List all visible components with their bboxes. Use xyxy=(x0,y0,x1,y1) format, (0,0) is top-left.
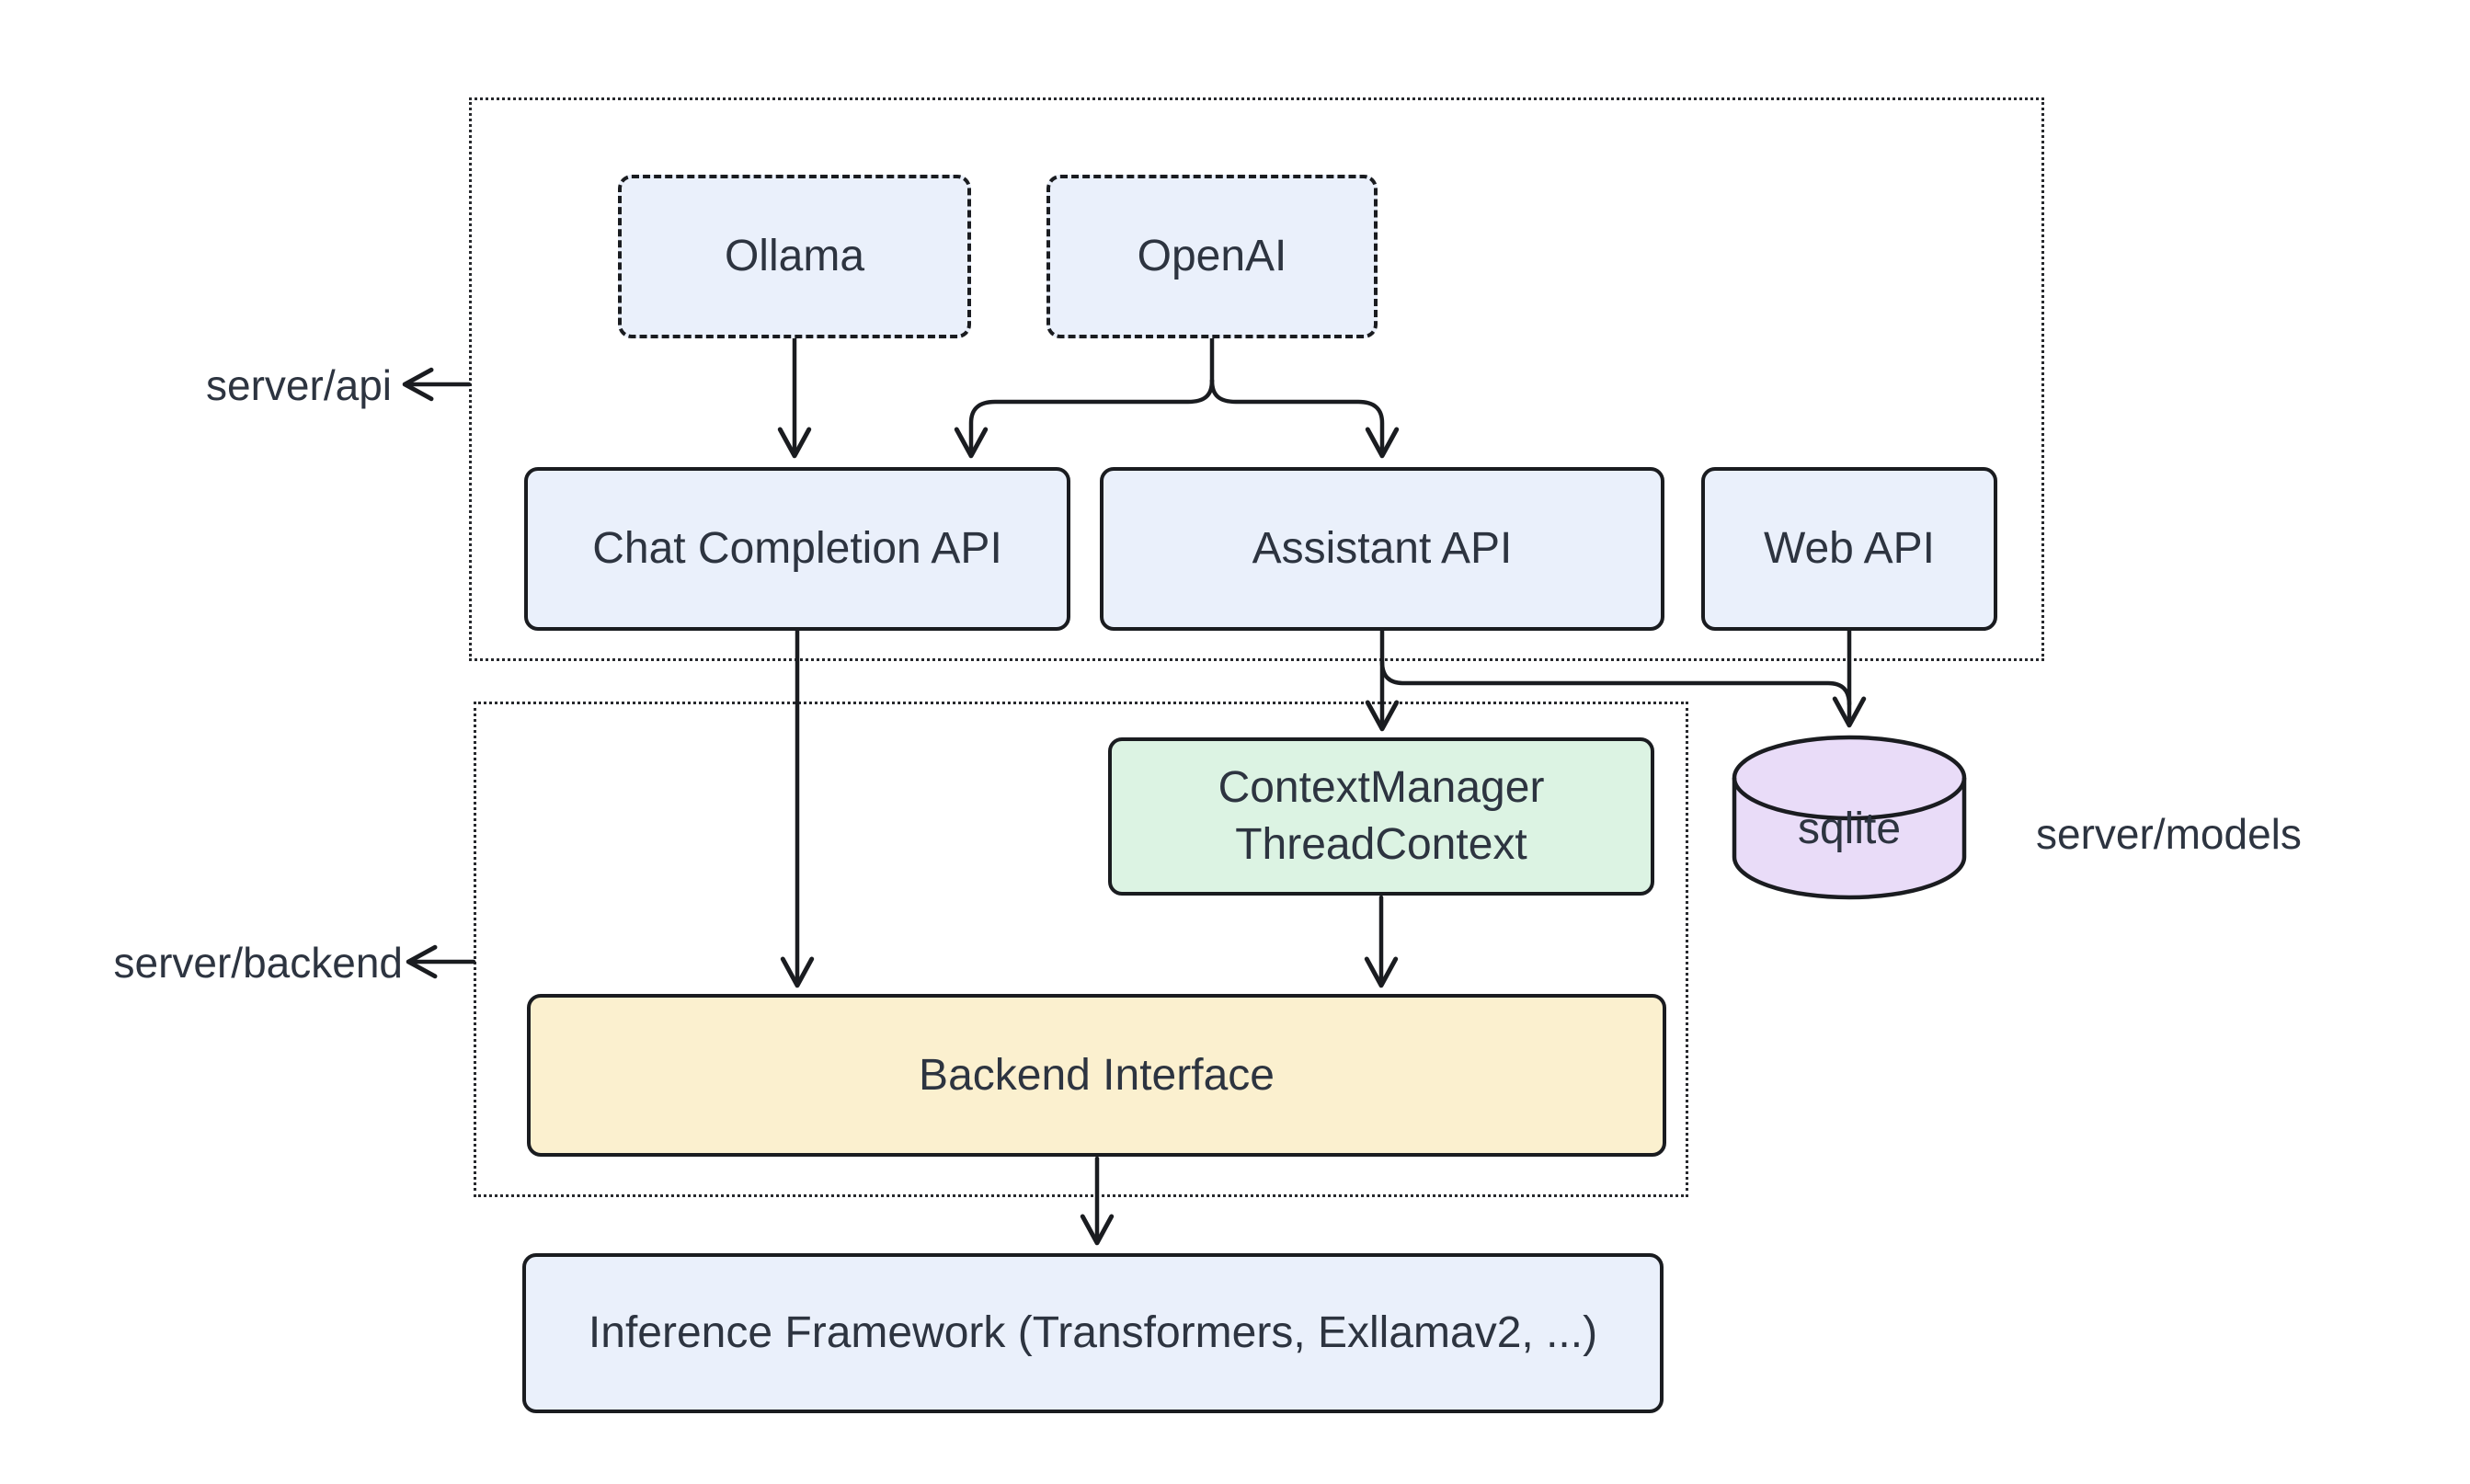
node-context-manager-line2: ThreadContext xyxy=(1235,820,1527,869)
edge-assistant-api-to-sqlite xyxy=(1379,659,1852,707)
node-assistant-api-label: Assistant API xyxy=(1252,524,1513,573)
node-backend-interface: Backend Interface xyxy=(527,994,1666,1157)
node-inference-framework: Inference Framework (Transformers, Exlla… xyxy=(522,1253,1664,1413)
node-web-api-label: Web API xyxy=(1764,524,1935,573)
node-openai: OpenAI xyxy=(1046,175,1378,338)
node-context-manager-line1: ContextManager xyxy=(1218,763,1545,812)
node-context-manager: ContextManager ThreadContext xyxy=(1108,737,1654,896)
label-server-models: server/models xyxy=(2036,810,2302,858)
node-openai-label: OpenAI xyxy=(1137,232,1287,280)
node-ollama-label: Ollama xyxy=(724,232,865,280)
node-sqlite-label: sqlite xyxy=(1734,759,1964,897)
node-inference-framework-label: Inference Framework (Transformers, Exlla… xyxy=(588,1308,1598,1357)
server-backend-container xyxy=(474,702,1688,1197)
server-api-container xyxy=(469,97,2044,661)
node-chat-completion-api-label: Chat Completion API xyxy=(592,524,1002,573)
node-backend-interface-label: Backend Interface xyxy=(919,1050,1275,1100)
label-server-api: server/api xyxy=(206,361,392,409)
node-ollama: Ollama xyxy=(618,175,971,338)
sqlite-text: sqlite xyxy=(1797,804,1902,853)
node-assistant-api: Assistant API xyxy=(1100,467,1664,631)
node-web-api: Web API xyxy=(1701,467,1997,631)
label-server-backend: server/backend xyxy=(113,939,404,987)
node-chat-completion-api: Chat Completion API xyxy=(524,467,1070,631)
